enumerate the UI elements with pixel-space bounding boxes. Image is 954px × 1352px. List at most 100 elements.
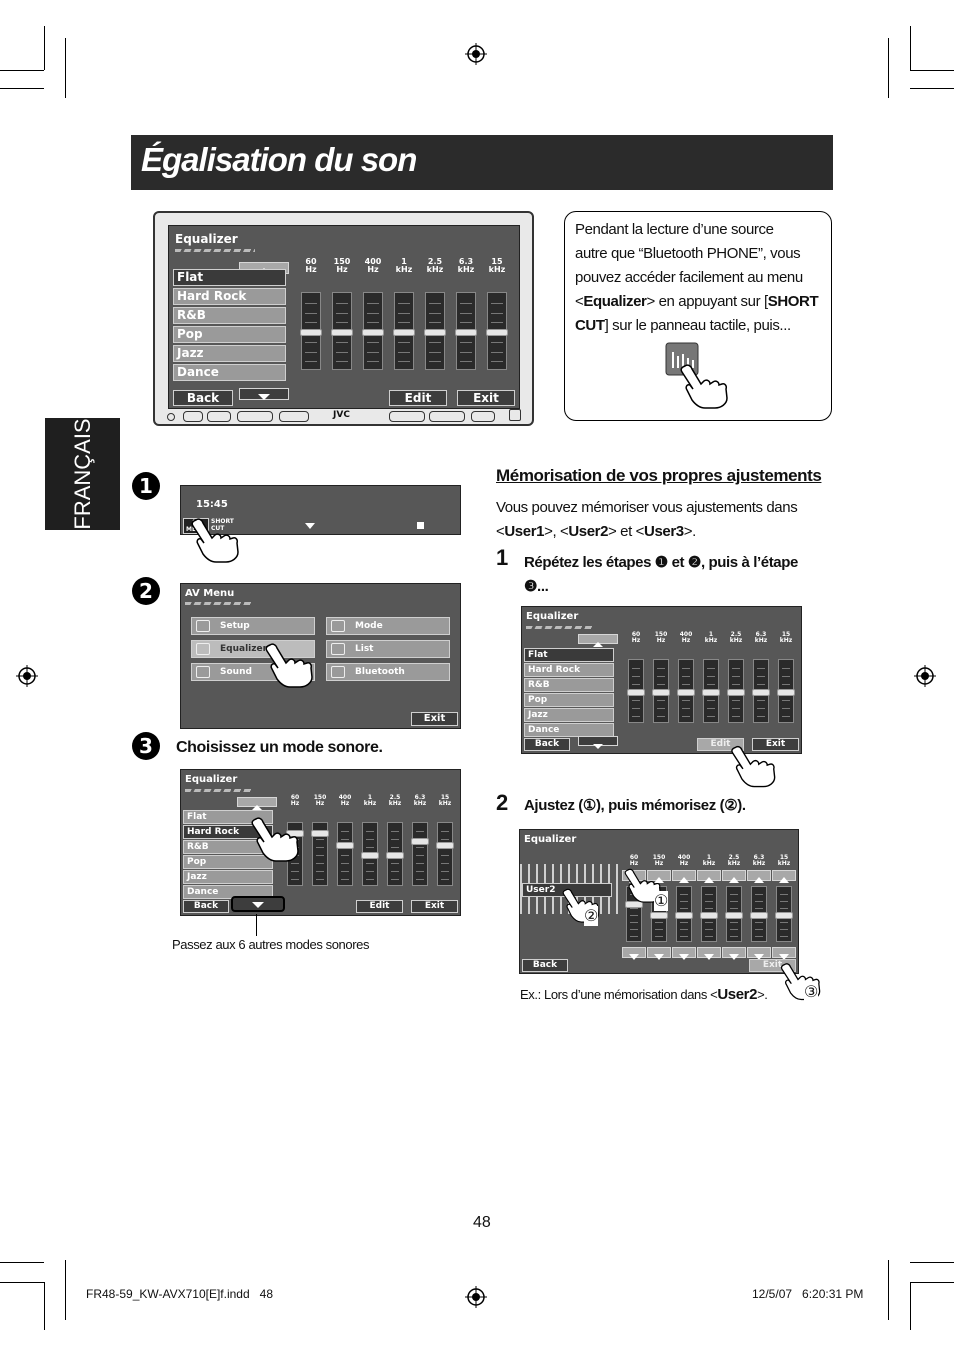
source-button[interactable] (237, 411, 273, 422)
band-down-button[interactable] (722, 947, 746, 960)
band-slider[interactable] (411, 822, 429, 886)
slider-knob[interactable] (300, 329, 322, 336)
eq-mode-item[interactable]: Hard Rock (173, 288, 286, 305)
band-slider[interactable] (361, 822, 379, 886)
band-slider[interactable] (336, 822, 354, 886)
band-slider[interactable] (331, 292, 353, 370)
band-slider[interactable] (300, 292, 322, 370)
reset-button[interactable] (167, 413, 175, 421)
slider-knob[interactable] (775, 912, 793, 919)
exit-button[interactable]: Exit (411, 712, 458, 726)
band-slider[interactable] (677, 659, 695, 723)
slider-knob[interactable] (411, 838, 429, 845)
band-slider[interactable] (436, 822, 454, 886)
band-up-button[interactable] (772, 870, 796, 883)
eject-button[interactable] (509, 409, 521, 421)
short-cut-touch-button[interactable]: SHORT CUT (211, 518, 234, 532)
band-up-button[interactable] (672, 870, 696, 883)
slider-knob[interactable] (486, 329, 508, 336)
slider-knob[interactable] (455, 329, 477, 336)
eq-mode-item[interactable]: R&B (524, 678, 614, 692)
eq-mode-item[interactable]: Hard Rock (524, 663, 614, 677)
slider-knob[interactable] (650, 912, 668, 919)
eq-mode-item[interactable]: Pop (183, 855, 273, 869)
slider-knob[interactable] (311, 830, 329, 837)
slider-knob[interactable] (677, 689, 695, 696)
band-slider[interactable] (424, 292, 446, 370)
back-button[interactable]: Back (183, 900, 229, 913)
eq-mode-item[interactable]: Dance (183, 885, 273, 899)
slider-knob[interactable] (725, 912, 743, 919)
eq-mode-item[interactable]: Jazz (183, 870, 273, 884)
av-menu-item-mode[interactable]: Mode (326, 617, 450, 635)
band-up-button[interactable] (697, 870, 721, 883)
slider-knob[interactable] (436, 842, 454, 849)
scroll-down-button[interactable] (239, 388, 289, 400)
disp-button[interactable] (279, 411, 309, 422)
slider-knob[interactable] (336, 842, 354, 849)
band-down-button[interactable] (647, 947, 671, 960)
slider-knob[interactable] (752, 689, 770, 696)
eq-mode-item[interactable]: Flat (173, 269, 286, 286)
band-slider[interactable] (777, 659, 795, 723)
slider-knob[interactable] (362, 329, 384, 336)
eq-mode-item[interactable]: Hard Rock (183, 825, 273, 839)
band-slider[interactable] (362, 292, 384, 370)
band-slider[interactable] (652, 659, 670, 723)
back-button[interactable]: Back (522, 959, 568, 972)
eq-mode-item[interactable]: R&B (173, 307, 286, 324)
band-down-button[interactable] (747, 947, 771, 960)
back-button[interactable]: Back (173, 390, 233, 406)
eq-mode-item[interactable]: Dance (524, 723, 614, 737)
band-slider[interactable] (727, 659, 745, 723)
eq-mode-item[interactable]: Pop (524, 693, 614, 707)
edit-button[interactable]: Edit (697, 738, 744, 751)
band-slider[interactable] (700, 886, 718, 942)
band-up-button[interactable] (747, 870, 771, 883)
band-slider[interactable] (486, 292, 508, 370)
band-slider[interactable] (455, 292, 477, 370)
eq-mode-item[interactable]: Pop (173, 326, 286, 343)
band-slider[interactable] (775, 886, 793, 942)
scroll-down-button[interactable] (231, 896, 285, 912)
scroll-down-button[interactable] (578, 736, 618, 749)
slider-knob[interactable] (777, 689, 795, 696)
band-slider[interactable] (386, 822, 404, 886)
slider-knob[interactable] (331, 329, 353, 336)
eq-mode-item[interactable]: Flat (183, 810, 273, 824)
band-down-button[interactable] (622, 947, 646, 960)
slider-knob[interactable] (700, 912, 718, 919)
av-menu-item-bluetooth[interactable]: Bluetooth (326, 663, 450, 681)
slider-knob[interactable] (361, 852, 379, 859)
av-menu-item-equalizer[interactable]: Equalizer (191, 640, 315, 658)
band-down-button[interactable] (672, 947, 696, 960)
band-down-button[interactable] (697, 947, 721, 960)
scroll-up-button[interactable] (578, 634, 618, 647)
band-up-button[interactable] (722, 870, 746, 883)
band-slider[interactable] (752, 659, 770, 723)
edit-button[interactable]: Edit (389, 390, 447, 406)
band-slider[interactable] (311, 822, 329, 886)
band-slider[interactable] (750, 886, 768, 942)
scroll-up-button[interactable] (237, 797, 277, 810)
band-down-button[interactable] (772, 947, 796, 960)
bp-button[interactable] (207, 411, 231, 422)
slider-knob[interactable] (652, 689, 670, 696)
slider-knob[interactable] (386, 852, 404, 859)
slider-knob[interactable] (625, 901, 643, 908)
slider-knob[interactable] (675, 912, 693, 919)
volume-down-button[interactable] (389, 411, 425, 422)
slider-knob[interactable] (750, 912, 768, 919)
eq-mode-item[interactable]: Dance (173, 364, 286, 381)
band-slider[interactable] (725, 886, 743, 942)
eq-mode-item[interactable]: Jazz (524, 708, 614, 722)
slider-knob[interactable] (424, 329, 446, 336)
band-up-button[interactable] (647, 870, 671, 883)
band-slider[interactable] (393, 292, 415, 370)
eq-mode-item[interactable]: Jazz (173, 345, 286, 362)
exit-button[interactable]: Exit (411, 900, 458, 913)
band-slider[interactable] (702, 659, 720, 723)
slider-knob[interactable] (393, 329, 415, 336)
tilt-open-button[interactable] (471, 411, 495, 422)
av-menu-item-setup[interactable]: Setup (191, 617, 315, 635)
